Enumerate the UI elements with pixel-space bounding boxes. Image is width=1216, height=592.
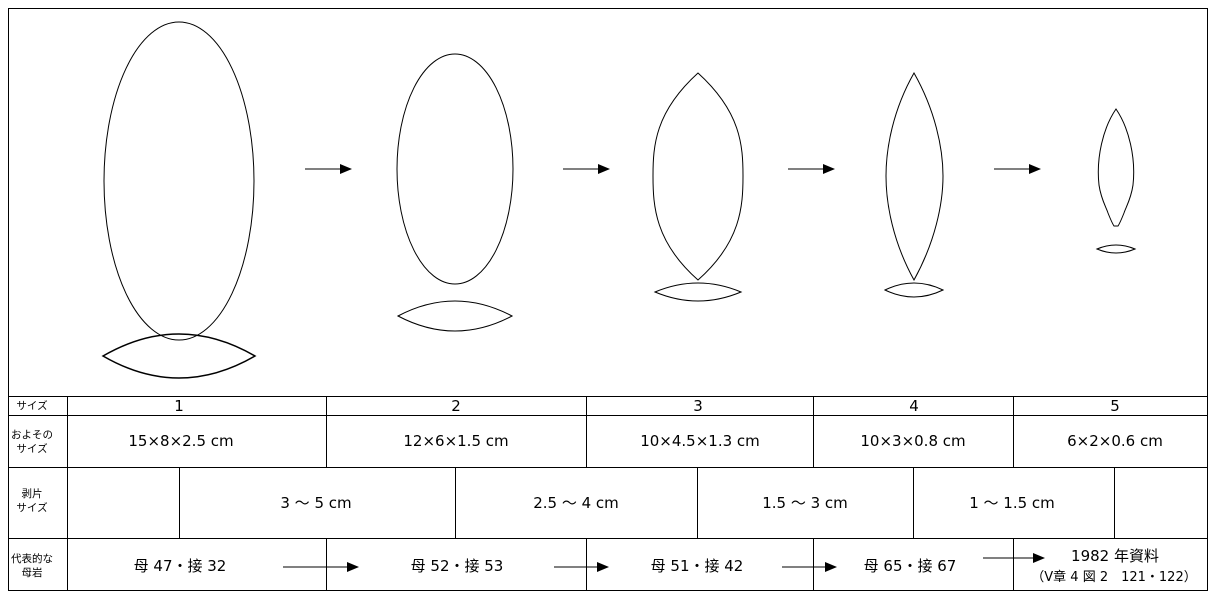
representative-2: 母 52・接 53 [410, 557, 504, 575]
representative-4: 母 65・接 67 [863, 557, 957, 575]
stage-2-plan-view [396, 53, 514, 285]
stage-4-biface [883, 71, 945, 298]
stage-5-point [1095, 108, 1137, 254]
stage-4-cross-section [883, 282, 945, 298]
stage-4-plan-view [885, 71, 944, 282]
stage-1-cross-section [101, 333, 257, 379]
representative-3: 母 51・接 42 [650, 557, 744, 575]
stage-number-3: 3 [693, 397, 703, 415]
row-header-size: サイズ [16, 400, 48, 412]
flake-size-4: 1 ～ 1.5 cm [969, 494, 1055, 512]
row-header-flake-line1: 剥片 [21, 488, 43, 500]
final-reference-line2: （Ⅴ章 4 図 2 121・122） [1031, 570, 1197, 585]
stage-3-plan-view [652, 72, 744, 281]
stage-3-biface [652, 72, 744, 302]
approx-size-2: 12×6×1.5 cm [403, 432, 509, 450]
approx-size-1: 15×8×2.5 cm [128, 432, 234, 450]
final-reference-line1: 1982 年資料 [1071, 547, 1159, 565]
stage-5-plan-view [1097, 108, 1135, 227]
stage-2-biface [396, 53, 514, 332]
stage-number-5: 5 [1110, 397, 1120, 415]
row-header-rep-line1: 代表的な [11, 553, 53, 565]
row-header-rep-line2: 母岩 [21, 567, 43, 579]
flake-size-2: 2.5 ～ 4 cm [533, 494, 619, 512]
stage-2-cross-section [396, 300, 514, 332]
table-grid [8, 8, 1208, 591]
stage-number-2: 2 [451, 397, 461, 415]
stage-number-4: 4 [909, 397, 919, 415]
outer-frame [8, 8, 1208, 591]
stage-3-cross-section [653, 282, 743, 302]
approx-size-4: 10×3×0.8 cm [860, 432, 966, 450]
representative-1: 母 47・接 32 [133, 557, 227, 575]
row-header-flake-line2: サイズ [16, 502, 48, 514]
stage-1-plan-view [103, 21, 255, 341]
flake-size-1: 3 ～ 5 cm [280, 494, 352, 512]
approx-size-3: 10×4.5×1.3 cm [640, 432, 760, 450]
approx-size-5: 6×2×0.6 cm [1067, 432, 1163, 450]
row-header-approx-line1: およその [11, 429, 53, 441]
representative-arrows [283, 553, 1045, 572]
flake-size-3: 1.5 ～ 3 cm [762, 494, 848, 512]
stage-number-1: 1 [174, 397, 184, 415]
stage-1-biface [101, 21, 257, 379]
stage-5-cross-section [1095, 244, 1137, 254]
row-header-approx-line2: サイズ [16, 443, 48, 455]
